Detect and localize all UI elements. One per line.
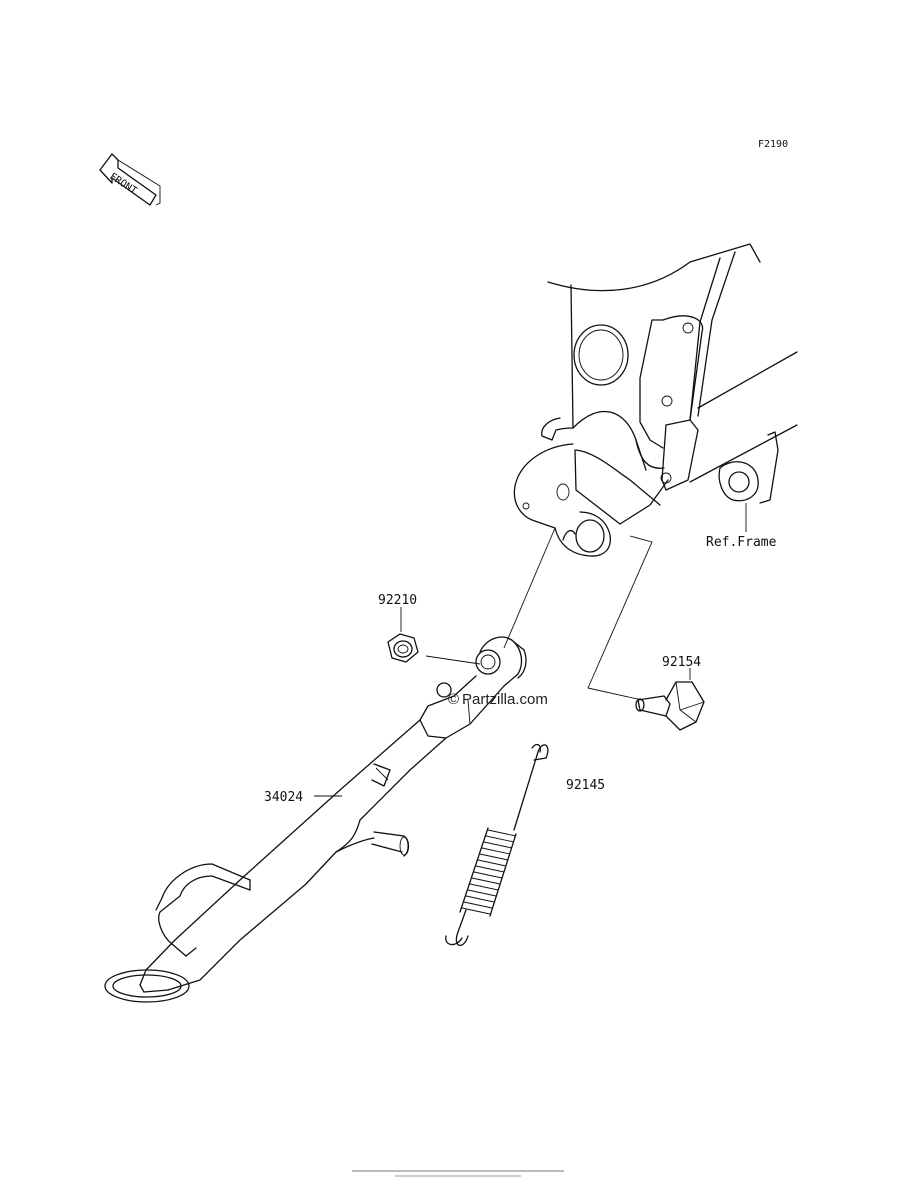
svg-text:Partzilla.com: Partzilla.com <box>462 691 548 708</box>
footer-fine-print-2 <box>395 1175 521 1177</box>
front-label: FRONT <box>107 171 138 197</box>
ref-frame-label: Ref.Frame <box>706 535 777 550</box>
part-label-34024: 34024 <box>264 790 303 805</box>
nut-92210: 92210 <box>378 593 419 663</box>
spring-92145: 92145 <box>445 743 605 946</box>
footer-fine-print <box>352 1170 564 1172</box>
part-label-92210: 92210 <box>378 593 417 608</box>
svg-text:©: © <box>448 691 459 708</box>
watermark: © Partzilla.com <box>448 691 548 708</box>
spring-coils <box>459 827 517 917</box>
side-stand-34024: 34024 <box>104 636 527 1003</box>
part-label-92154: 92154 <box>662 655 701 670</box>
bolt-92154: 92154 <box>635 655 705 731</box>
frame-drawing: Ref.Frame <box>513 243 798 557</box>
leader-lines <box>314 527 691 797</box>
part-label-92145: 92145 <box>566 778 605 793</box>
diagram-code: F2190 <box>758 139 788 150</box>
front-arrow-icon: FRONT <box>99 153 161 206</box>
